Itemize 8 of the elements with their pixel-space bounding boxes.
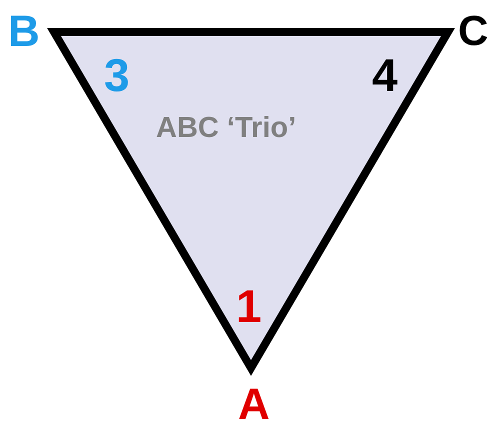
vertex-letter: C (458, 10, 488, 52)
vertex-number: 4 (372, 52, 398, 98)
vertex-letter: B (8, 10, 40, 54)
vertex-number: 1 (236, 283, 262, 329)
triangle-title: ABC ‘Trio’ (156, 114, 296, 143)
vertex-letter: A (238, 383, 270, 423)
triangle-shape (46, 26, 456, 376)
vertex-number: 3 (104, 52, 130, 98)
